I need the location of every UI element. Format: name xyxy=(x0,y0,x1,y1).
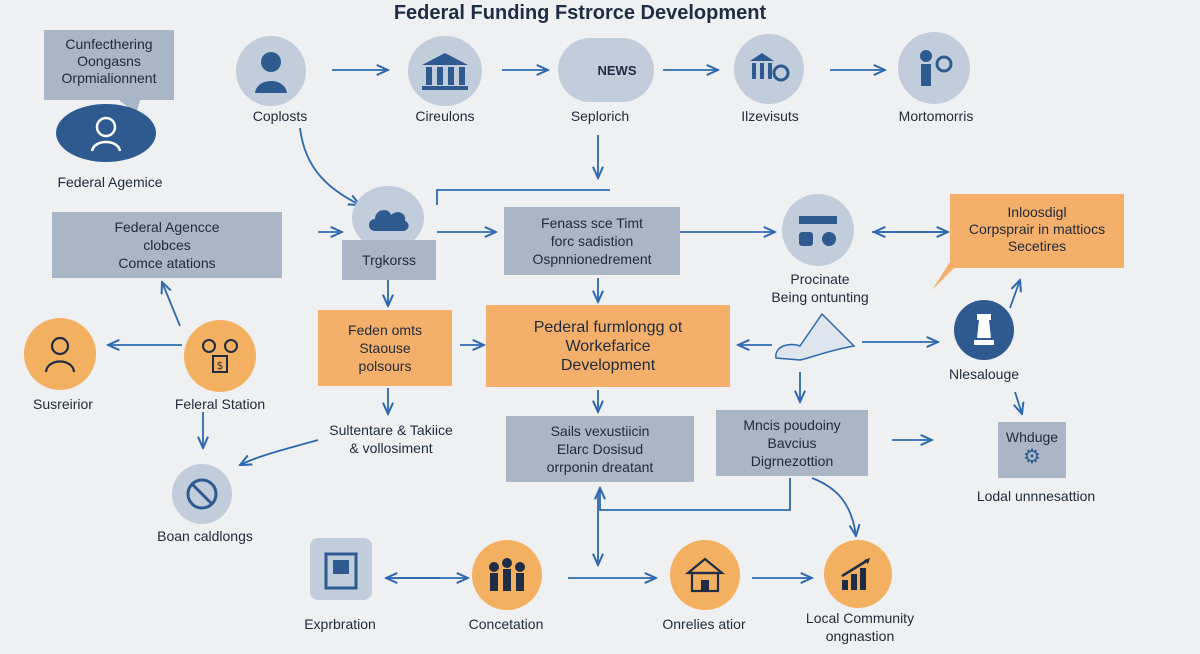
onrelies-label: Onrelies atior xyxy=(662,616,746,632)
box-agency-clobces: Federal Agencce clobces Comce atations xyxy=(52,212,282,278)
box-central-line-1: Pederal furmlongg ot xyxy=(533,318,683,336)
box-fedens: Feden omts Staouse polsours xyxy=(318,310,452,386)
federal-agency-icon xyxy=(56,104,156,162)
callout-right-line-3: Secetires xyxy=(1007,238,1067,254)
sultentare-line-2: & vollosiment xyxy=(349,440,433,456)
callout-right: Inloosdigl Corpsprair in mattiocs Seceti… xyxy=(950,194,1124,268)
box-sails: Sails vexustiicin Elarc Dosisud orrponin… xyxy=(506,416,694,482)
box-fedens-line-3: polsours xyxy=(358,358,412,374)
local-community-line-1: Local Community xyxy=(805,610,915,626)
growth-chart-icon xyxy=(824,540,892,608)
box-fenes-line-3: Ospnnionedrement xyxy=(532,251,652,267)
box-fedens-line-1: Feden omts xyxy=(348,322,422,338)
box-sails-line-2: Elarc Dosisud xyxy=(556,441,644,457)
building-icon xyxy=(408,36,482,106)
sultentare-label: Sultentare & Takiice & vollosiment xyxy=(316,421,466,457)
local-community-label: Local Community ongnastion xyxy=(780,609,940,645)
news-badge: NEWS xyxy=(597,62,637,78)
finance-icon xyxy=(782,194,854,266)
callout-right-line-1: Inloosdigl xyxy=(1007,204,1067,220)
box-mncis-line-3: Digrnezottion xyxy=(750,453,834,469)
box-central: Pederal furmlongg ot Workefarice Develop… xyxy=(486,305,730,387)
proclinate-line-2: Being ontunting xyxy=(771,289,869,305)
svg-text:$: $ xyxy=(217,359,224,372)
award-icon xyxy=(954,300,1014,360)
news-icon: NEWS xyxy=(558,38,654,102)
callout-left: Cunfecthering Oongasns Orpmialionnent xyxy=(44,30,174,100)
person-icon xyxy=(236,36,306,106)
box-agency-line-3: Comce atations xyxy=(118,255,216,271)
top-label-coplosts: Coplosts xyxy=(252,108,308,124)
gear-icon: ⚙ xyxy=(1023,446,1041,468)
feleral-station-label: Feleral Station xyxy=(174,396,266,412)
whduge-panel: Whduge ⚙ xyxy=(998,422,1066,478)
sultentare-line-1: Sultentare & Takiice xyxy=(329,422,453,438)
box-fenes: Fenass sce Timt forc sadistion Ospnnione… xyxy=(504,207,680,275)
arrows xyxy=(108,70,1022,578)
top-label-cireulons: Cireulons xyxy=(415,108,475,124)
box-fedens-line-2: Staouse xyxy=(359,340,411,356)
local-unn-label: Lodal unnnesattion xyxy=(976,488,1096,504)
box-sails-line-1: Sails vexustiicin xyxy=(550,423,650,439)
box-agency-line-2: clobces xyxy=(143,237,191,253)
callout-left-line-2: Oongasns xyxy=(77,53,141,69)
suretrior-label: Susreirior xyxy=(33,396,93,412)
box-agency-line-1: Federal Agencce xyxy=(114,219,220,235)
box-mncis-line-2: Bavcius xyxy=(767,435,817,451)
callout-left-line-3: Orpmialionnent xyxy=(61,70,157,86)
box-mncis: Mncis poudoiny Bavcius Digrnezottion xyxy=(716,410,868,476)
prohibited-icon xyxy=(172,464,232,524)
callout-right-tail xyxy=(932,262,960,290)
family-money-icon: $ xyxy=(184,320,256,392)
cabinet-icon xyxy=(310,538,372,600)
box-fenes-line-1: Fenass sce Timt xyxy=(541,215,643,231)
proclinate-line-1: Procinate xyxy=(790,271,850,287)
house-icon xyxy=(670,540,740,610)
box-central-line-3: Development xyxy=(560,356,656,374)
document-icon xyxy=(775,312,856,361)
person-gear-icon xyxy=(898,32,970,104)
callout-right-line-2: Corpsprair in mattiocs xyxy=(968,221,1106,237)
boan-label: Boan caldlongs xyxy=(157,528,253,544)
whduge-label: Whduge xyxy=(1005,429,1059,445)
nlesalouge-label: Nlesalouge xyxy=(948,366,1020,382)
box-fenes-line-2: forc sadistion xyxy=(550,233,634,249)
people-icon xyxy=(24,318,96,390)
local-community-line-2: ongnastion xyxy=(825,628,895,644)
callout-left-line-1: Cunfecthering xyxy=(65,36,153,52)
top-label-ilzevisuts: Ilzevisuts xyxy=(741,108,799,124)
group-icon xyxy=(472,540,542,610)
box-mncis-line-1: Mncis poudoiny xyxy=(743,417,841,433)
proclinate-label: Procinate Being ontunting xyxy=(740,270,900,306)
box-central-line-2: Workefarice xyxy=(565,337,651,355)
top-label-seplorich: Seplorich xyxy=(570,108,630,124)
exprbration-label: Exprbration xyxy=(304,616,376,632)
federal-agency-label: Federal Agemice xyxy=(57,174,163,190)
gear-building-icon xyxy=(734,34,804,104)
trgkorss-label: Trgkorss xyxy=(362,252,416,268)
concetation-label: Concetation xyxy=(468,616,544,632)
box-trgkorss: Trgkorss xyxy=(342,240,436,280)
cloud-tools-icon xyxy=(352,186,424,250)
box-sails-line-3: orrponin dreatant xyxy=(546,459,654,475)
top-label-mortomorris: Mortomorris xyxy=(898,108,974,124)
diagram-title: Federal Funding Fstrorce Development xyxy=(393,2,767,24)
